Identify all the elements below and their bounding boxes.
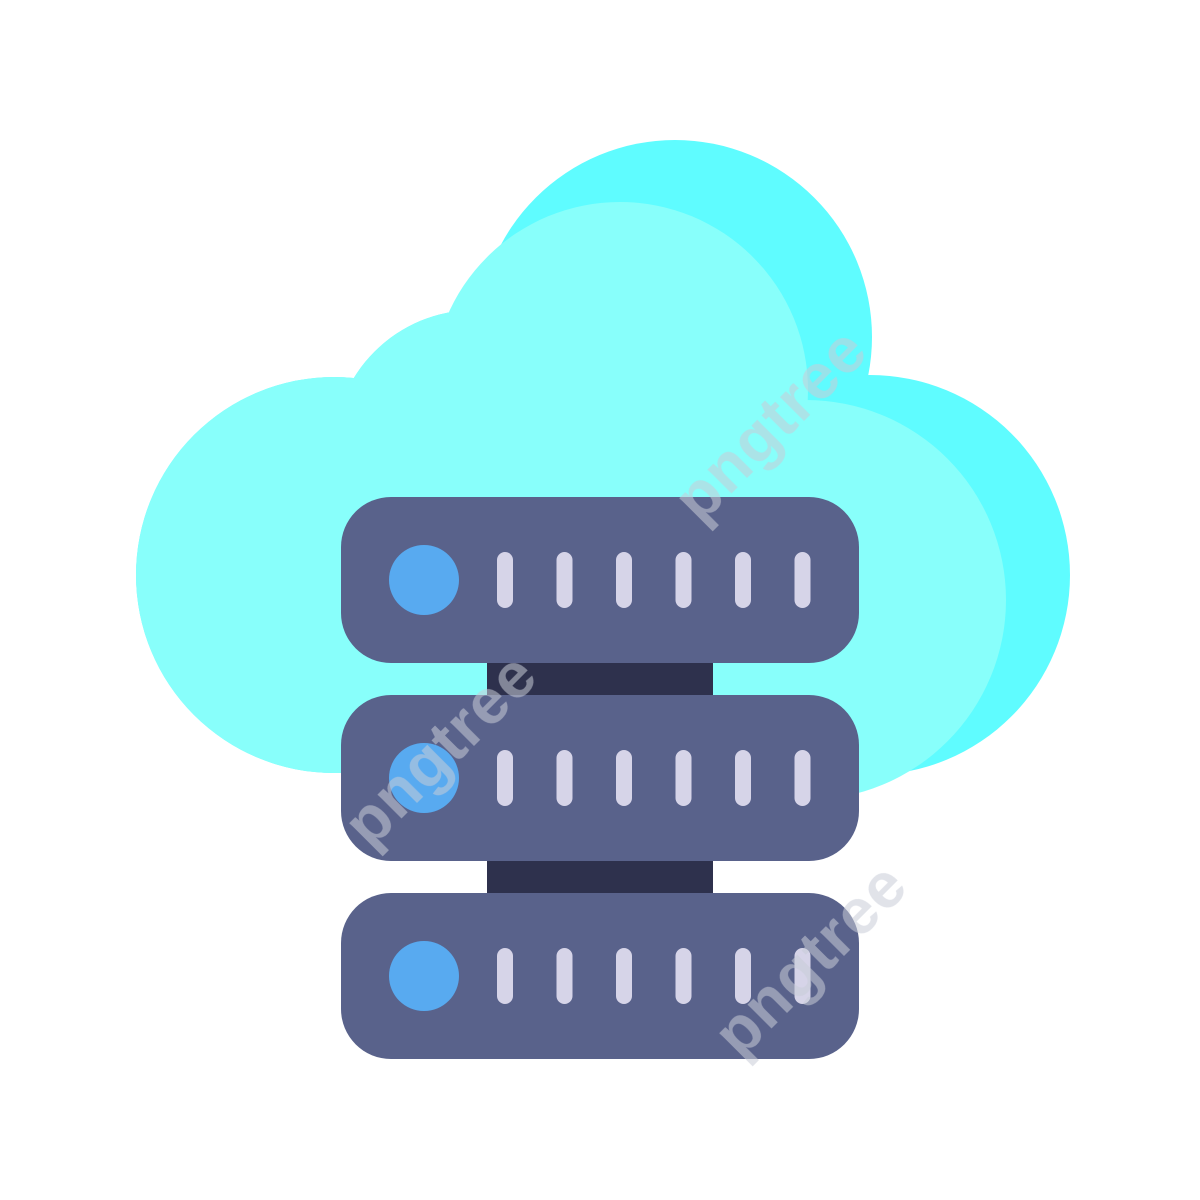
drive-slot-icon (556, 750, 573, 806)
drive-slot-icon (497, 948, 513, 1004)
drive-slot-icon (556, 552, 573, 608)
drive-slot-icon (497, 552, 513, 608)
drive-slot-icon (735, 750, 751, 806)
drive-slots (497, 948, 811, 1004)
server-connector (487, 859, 713, 893)
drive-slot-icon (794, 750, 811, 806)
status-led-icon (389, 545, 459, 615)
server-unit-icon (341, 695, 859, 861)
server-rack-icon (341, 497, 859, 1059)
drive-slot-icon (497, 750, 513, 806)
drive-slot-icon (675, 750, 692, 806)
server-connector (487, 662, 713, 696)
drive-slot-icon (556, 948, 573, 1004)
status-led-icon (389, 941, 459, 1011)
drive-slot-icon (735, 552, 751, 608)
drive-slots (497, 750, 811, 806)
drive-slot-icon (794, 552, 811, 608)
status-led-icon (389, 743, 459, 813)
drive-slot-icon (616, 948, 632, 1004)
server-unit-icon (341, 497, 859, 663)
drive-slot-icon (675, 552, 692, 608)
drive-slot-icon (616, 552, 632, 608)
drive-slot-icon (675, 948, 692, 1004)
drive-slot-icon (735, 948, 751, 1004)
server-unit-icon (341, 893, 859, 1059)
drive-slot-icon (616, 750, 632, 806)
drive-slot-icon (794, 948, 811, 1004)
drive-slots (497, 552, 811, 608)
